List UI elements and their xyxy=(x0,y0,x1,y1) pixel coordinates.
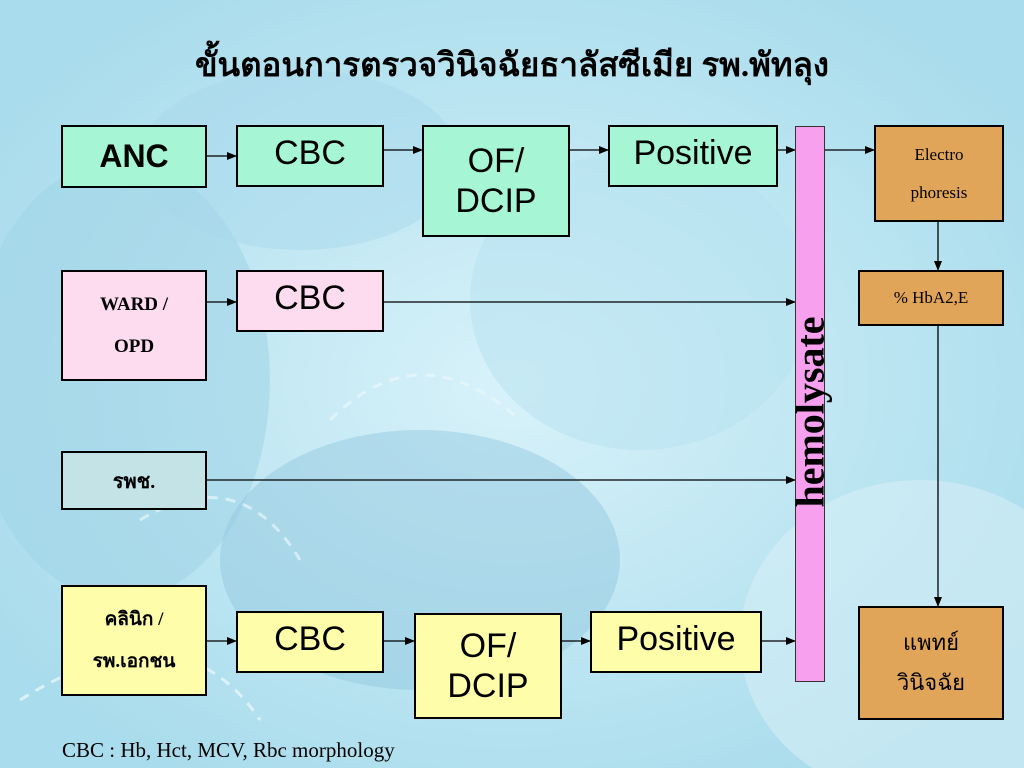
hemolysate-bar xyxy=(795,126,825,682)
anc-label: ANC xyxy=(99,138,169,174)
diagnosis-label: วินิจฉัย xyxy=(896,670,966,695)
of-dcip-box-clinic: OF/ DCIP xyxy=(414,613,562,719)
cbc-label: CBC xyxy=(274,279,346,317)
cbc-label: CBC xyxy=(274,620,346,658)
of-label: OF/ xyxy=(459,627,517,665)
cbc-box-ward: CBC xyxy=(236,270,384,332)
clinic-label: คลินิก / xyxy=(104,608,164,630)
cbc-label: CBC xyxy=(274,134,346,172)
clinic-box: คลินิก / รพ.เอกชน xyxy=(61,585,207,696)
anc-box: ANC xyxy=(61,125,207,188)
electrophoresis-box: Electro phoresis xyxy=(874,125,1004,222)
positive-label: Positive xyxy=(616,620,736,658)
opd-label: OPD xyxy=(113,335,155,357)
phoresis-label: phoresis xyxy=(910,182,968,202)
hba2-label: % HbA2,E xyxy=(893,288,969,307)
cbc-footnote: CBC : Hb, Hct, MCV, Rbc morphology xyxy=(62,738,395,762)
of-dcip-box-anc: OF/ DCIP xyxy=(422,125,570,237)
cbc-box-anc: CBC xyxy=(236,125,384,187)
positive-label: Positive xyxy=(633,134,753,172)
rpsh-box: รพช. xyxy=(61,451,207,510)
rpsh-label: รพช. xyxy=(112,470,156,493)
cbc-box-clinic: CBC xyxy=(236,611,384,673)
dcip-label: DCIP xyxy=(447,667,529,705)
hba2-box: % HbA2,E xyxy=(858,270,1004,326)
doctor-label: แพทย์ xyxy=(902,630,960,655)
doctor-diagnosis-box: แพทย์ วินิจฉัย xyxy=(858,606,1004,720)
positive-box-anc: Positive xyxy=(608,125,778,187)
hemolysate-label: hemolysate xyxy=(787,316,833,508)
ward-opd-box: WARD / OPD xyxy=(61,270,207,381)
positive-box-clinic: Positive xyxy=(590,611,762,673)
of-label: OF/ xyxy=(467,142,525,180)
dcip-label: DCIP xyxy=(455,182,537,220)
electro-label: Electro xyxy=(914,144,964,164)
page-title: ขั้นตอนการตรวจวินิจฉัยธาลัสซีเมีย รพ.พัท… xyxy=(194,48,830,84)
ward-label: WARD / xyxy=(99,293,169,315)
private-hospital-label: รพ.เอกชน xyxy=(92,650,176,672)
